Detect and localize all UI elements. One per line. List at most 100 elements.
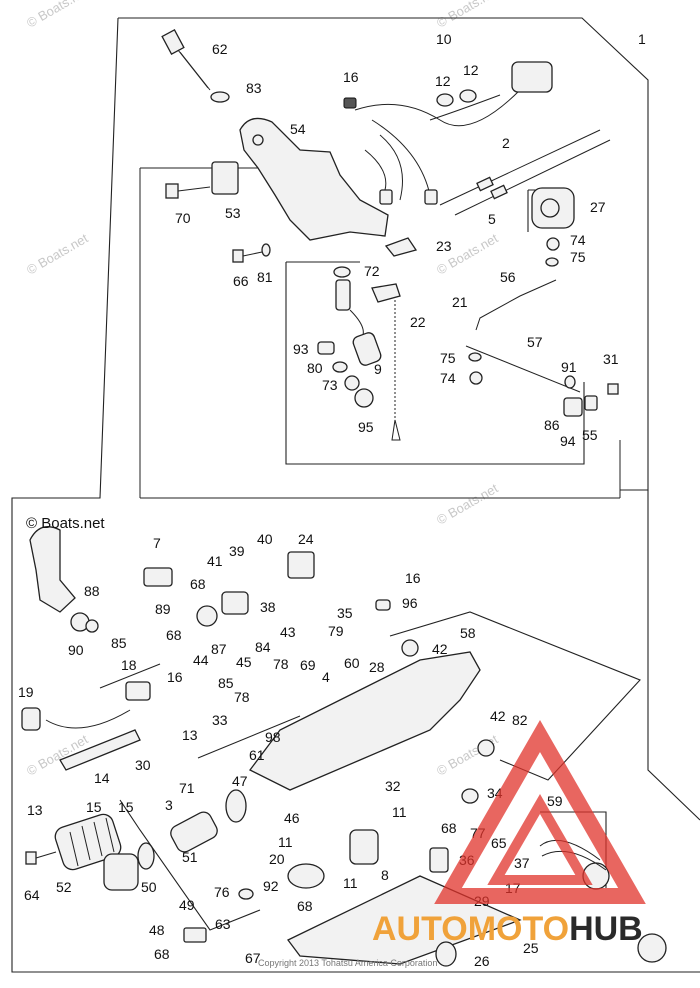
- callout-71: 71: [179, 780, 195, 796]
- callout-23: 23: [436, 238, 452, 254]
- callout-93: 93: [293, 341, 309, 357]
- callout-76: 76: [214, 884, 230, 900]
- callout-4: 4: [322, 669, 330, 685]
- tiller-body-28: [249, 651, 481, 791]
- clamp-26: [435, 941, 457, 967]
- callout-27: 27: [590, 199, 606, 215]
- logo-text-hub: HUB: [569, 910, 643, 948]
- kill-switch-27: [527, 187, 575, 232]
- bolt-62: [161, 29, 211, 91]
- callout-81: 81: [257, 269, 273, 285]
- callout-58: 58: [460, 625, 476, 641]
- sleeve-8: [349, 829, 379, 865]
- callout-98: 98: [265, 729, 281, 745]
- grommet-42: [401, 639, 419, 657]
- bolt-66: [232, 249, 263, 263]
- callout-46: 46: [284, 810, 300, 826]
- switch-harness-18: [21, 663, 161, 731]
- callout-92: 92: [263, 878, 279, 894]
- callout-5: 5: [488, 211, 496, 227]
- callout-14: 14: [94, 770, 110, 786]
- callout-68: 68: [441, 820, 457, 836]
- callout-63: 63: [215, 916, 231, 932]
- nut-74: [546, 237, 560, 251]
- callout-59: 59: [547, 793, 563, 809]
- copyright-text: Copyright 2013 Tohatsu America Corporati…: [258, 958, 437, 968]
- callout-40: 40: [257, 531, 273, 547]
- washer-83: [210, 91, 230, 103]
- callout-12: 12: [435, 73, 451, 89]
- callout-86: 86: [544, 417, 560, 433]
- junction-24: [287, 551, 315, 579]
- callout-84: 84: [255, 639, 271, 655]
- callout-8: 8: [381, 867, 389, 883]
- tiller-handle: [29, 526, 99, 633]
- callout-22: 22: [410, 314, 426, 330]
- callout-70: 70: [175, 210, 191, 226]
- callout-90: 90: [68, 642, 84, 658]
- callout-3: 3: [165, 797, 173, 813]
- lever-7: [143, 567, 173, 587]
- callout-54: 54: [290, 121, 306, 137]
- callout-30: 30: [135, 757, 151, 773]
- callout-13: 13: [27, 802, 43, 818]
- ring-50: [137, 842, 155, 870]
- callout-80: 80: [307, 360, 323, 376]
- callout-95: 95: [358, 419, 374, 435]
- svg-text:AUTOMOTOHUB: AUTOMOTOHUB: [372, 910, 643, 948]
- callout-42: 42: [490, 708, 506, 724]
- assembly-frame: [11, 17, 700, 973]
- wire-harness-10: [343, 61, 553, 205]
- callout-13: 13: [182, 727, 198, 743]
- callout-38: 38: [260, 599, 276, 615]
- callout-9: 9: [374, 361, 382, 377]
- grip-50: [103, 853, 139, 891]
- callout-67: 67: [245, 950, 261, 966]
- washer-80: [332, 361, 348, 373]
- callout-18: 18: [121, 657, 137, 673]
- spacer-93: [317, 341, 335, 355]
- bolt-70: [165, 183, 211, 199]
- callout-51: 51: [182, 849, 198, 865]
- callout-73: 73: [322, 377, 338, 393]
- washer-75b: [468, 352, 482, 362]
- cap-95: [354, 388, 374, 408]
- callout-65: 65: [491, 835, 507, 851]
- callout-78: 78: [273, 656, 289, 672]
- callout-87: 87: [211, 641, 227, 657]
- callout-10: 10: [436, 31, 452, 47]
- callout-19: 19: [18, 684, 34, 700]
- callout-37: 37: [514, 855, 530, 871]
- grommet: [637, 933, 667, 963]
- callout-16: 16: [167, 669, 183, 685]
- callout-2: 2: [502, 135, 510, 151]
- choke-rod: [465, 279, 619, 417]
- callout-96: 96: [402, 595, 418, 611]
- callout-69: 69: [300, 657, 316, 673]
- callout-45: 45: [236, 654, 252, 670]
- callout-16: 16: [405, 570, 421, 586]
- callout-53: 53: [225, 205, 241, 221]
- callout-72: 72: [364, 263, 380, 279]
- callout-43: 43: [280, 624, 296, 640]
- callout-16: 16: [343, 69, 359, 85]
- callout-74: 74: [440, 370, 456, 386]
- watermark-text: © Boats.net: [434, 0, 501, 31]
- callout-56: 56: [500, 269, 516, 285]
- callout-55: 55: [582, 427, 598, 443]
- callout-15: 15: [86, 799, 102, 815]
- callout-64: 64: [24, 887, 40, 903]
- cap-96: [375, 599, 391, 611]
- watermark-text: © Boats.net: [434, 480, 501, 527]
- callout-15: 15: [118, 799, 134, 815]
- callout-44: 44: [193, 652, 209, 668]
- shaft-33: [197, 715, 301, 759]
- callout-31: 31: [603, 351, 619, 367]
- bolt-64: [25, 851, 57, 865]
- logo-triangle-icon: [434, 719, 646, 904]
- callout-49: 49: [179, 897, 195, 913]
- washer-81: [261, 243, 271, 257]
- washer-75: [545, 257, 559, 267]
- callout-91: 91: [561, 359, 577, 375]
- callout-41: 41: [207, 553, 223, 569]
